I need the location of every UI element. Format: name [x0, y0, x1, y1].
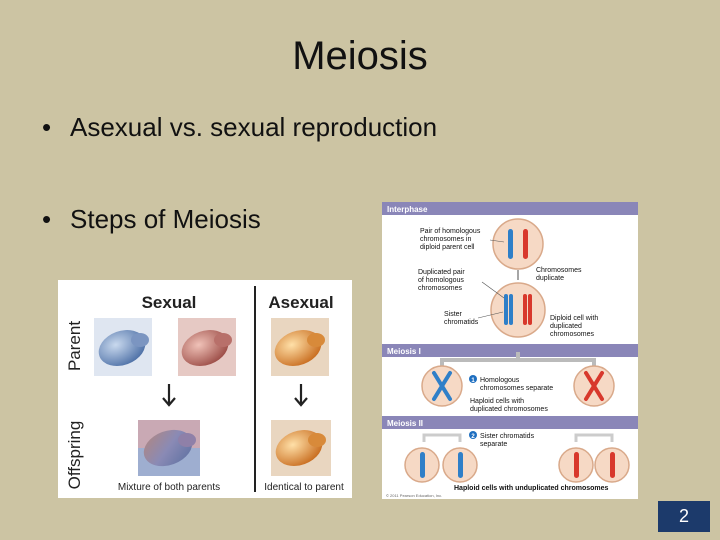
orange-snail-image: [271, 420, 331, 476]
chromatid-blue: [509, 294, 513, 325]
chromosome-x-red: [584, 371, 604, 401]
pair-label: Pair of homologous chromosomes in diploi…: [420, 228, 482, 251]
col-asexual-label: Asexual: [268, 293, 333, 312]
duplicated-pair-label: Duplicated pair of homologous chromosome…: [418, 269, 467, 292]
bullet-item: • Asexual vs. sexual reproduction: [42, 112, 437, 143]
row-offspring-label: Offspring: [65, 421, 84, 490]
meiosis-1-band: [382, 344, 638, 357]
split-arrow-icon: [422, 433, 614, 442]
diploid-cell-label: Diploid cell with duplicated chromosomes: [550, 315, 600, 338]
caption-asexual: Identical to parent: [264, 482, 344, 493]
bullet-item: • Steps of Meiosis: [42, 204, 261, 235]
copyright-text: © 2011 Pearson Education, Inc.: [386, 493, 442, 498]
haploid-cell-blue: [421, 365, 463, 407]
chromosome-x-blue: [432, 371, 452, 401]
meiosis-1-label: Meiosis I: [387, 347, 421, 356]
meiosis-2-label: Meiosis II: [387, 419, 423, 428]
haploid-cell-red: [558, 447, 594, 483]
chromatid-red: [528, 294, 532, 325]
pointer-line: [481, 281, 505, 299]
step-2-badge: [469, 431, 477, 439]
haploid-cell-red: [594, 447, 630, 483]
bullet-text: Asexual vs. sexual reproduction: [70, 112, 438, 142]
meiosis-diagram: Interphase Pair of homologous chromosome…: [382, 202, 638, 499]
page-number: 2: [658, 501, 710, 532]
chromosome-red: [523, 229, 528, 259]
interphase-band: [382, 202, 638, 215]
bullet-dot: •: [42, 112, 52, 142]
pointer-line: [477, 311, 504, 319]
bullet-text: Steps of Meiosis: [70, 204, 261, 234]
haploid-undup-label: Haploid cells with unduplicated chromoso…: [454, 485, 609, 492]
step-1-label: Homologous chromosomes separate: [480, 377, 553, 392]
meiosis-2-band: [382, 416, 638, 429]
row-parent-label: Parent: [65, 321, 84, 371]
orange-snail-image: [271, 318, 329, 376]
chromosome-blue: [508, 229, 513, 259]
haploid-cell-blue: [404, 447, 440, 483]
diploid-parent-cell: [492, 218, 544, 270]
interphase-label: Interphase: [387, 205, 428, 214]
sister-chromatids-label: Sister chromatids: [444, 311, 479, 326]
mixed-snail-image: [138, 420, 200, 476]
red-snail-image: [178, 318, 236, 376]
pointer-line: [489, 239, 505, 243]
chromatid-blue: [504, 294, 508, 325]
down-arrow-icon: [162, 384, 176, 407]
down-arrow-icon: [294, 384, 308, 407]
split-arrow-icon: [440, 352, 596, 370]
caption-sexual: Mixture of both parents: [118, 482, 220, 493]
step-2-label: Sister chromatids separate: [480, 433, 536, 448]
bullet-dot: •: [42, 204, 52, 234]
step-2-number: 2: [471, 434, 475, 440]
haploid-cell-red: [573, 365, 615, 407]
reproduction-figure: Sexual Asexual Parent Offspring: [58, 280, 352, 498]
haploid-dup-label: Haploid cells with duplicated chromosome…: [470, 398, 548, 413]
col-sexual-label: Sexual: [142, 293, 197, 312]
haploid-cell-blue: [442, 447, 478, 483]
blue-snail-image: [94, 318, 152, 376]
step-1-number: 1: [471, 378, 475, 384]
duplicated-cell: [490, 282, 546, 338]
chromatid-red: [523, 294, 527, 325]
slide-title: Meiosis: [292, 34, 428, 78]
chromosomes-duplicate-label: Chromosomes duplicate: [536, 267, 583, 282]
step-1-badge: [469, 375, 477, 383]
